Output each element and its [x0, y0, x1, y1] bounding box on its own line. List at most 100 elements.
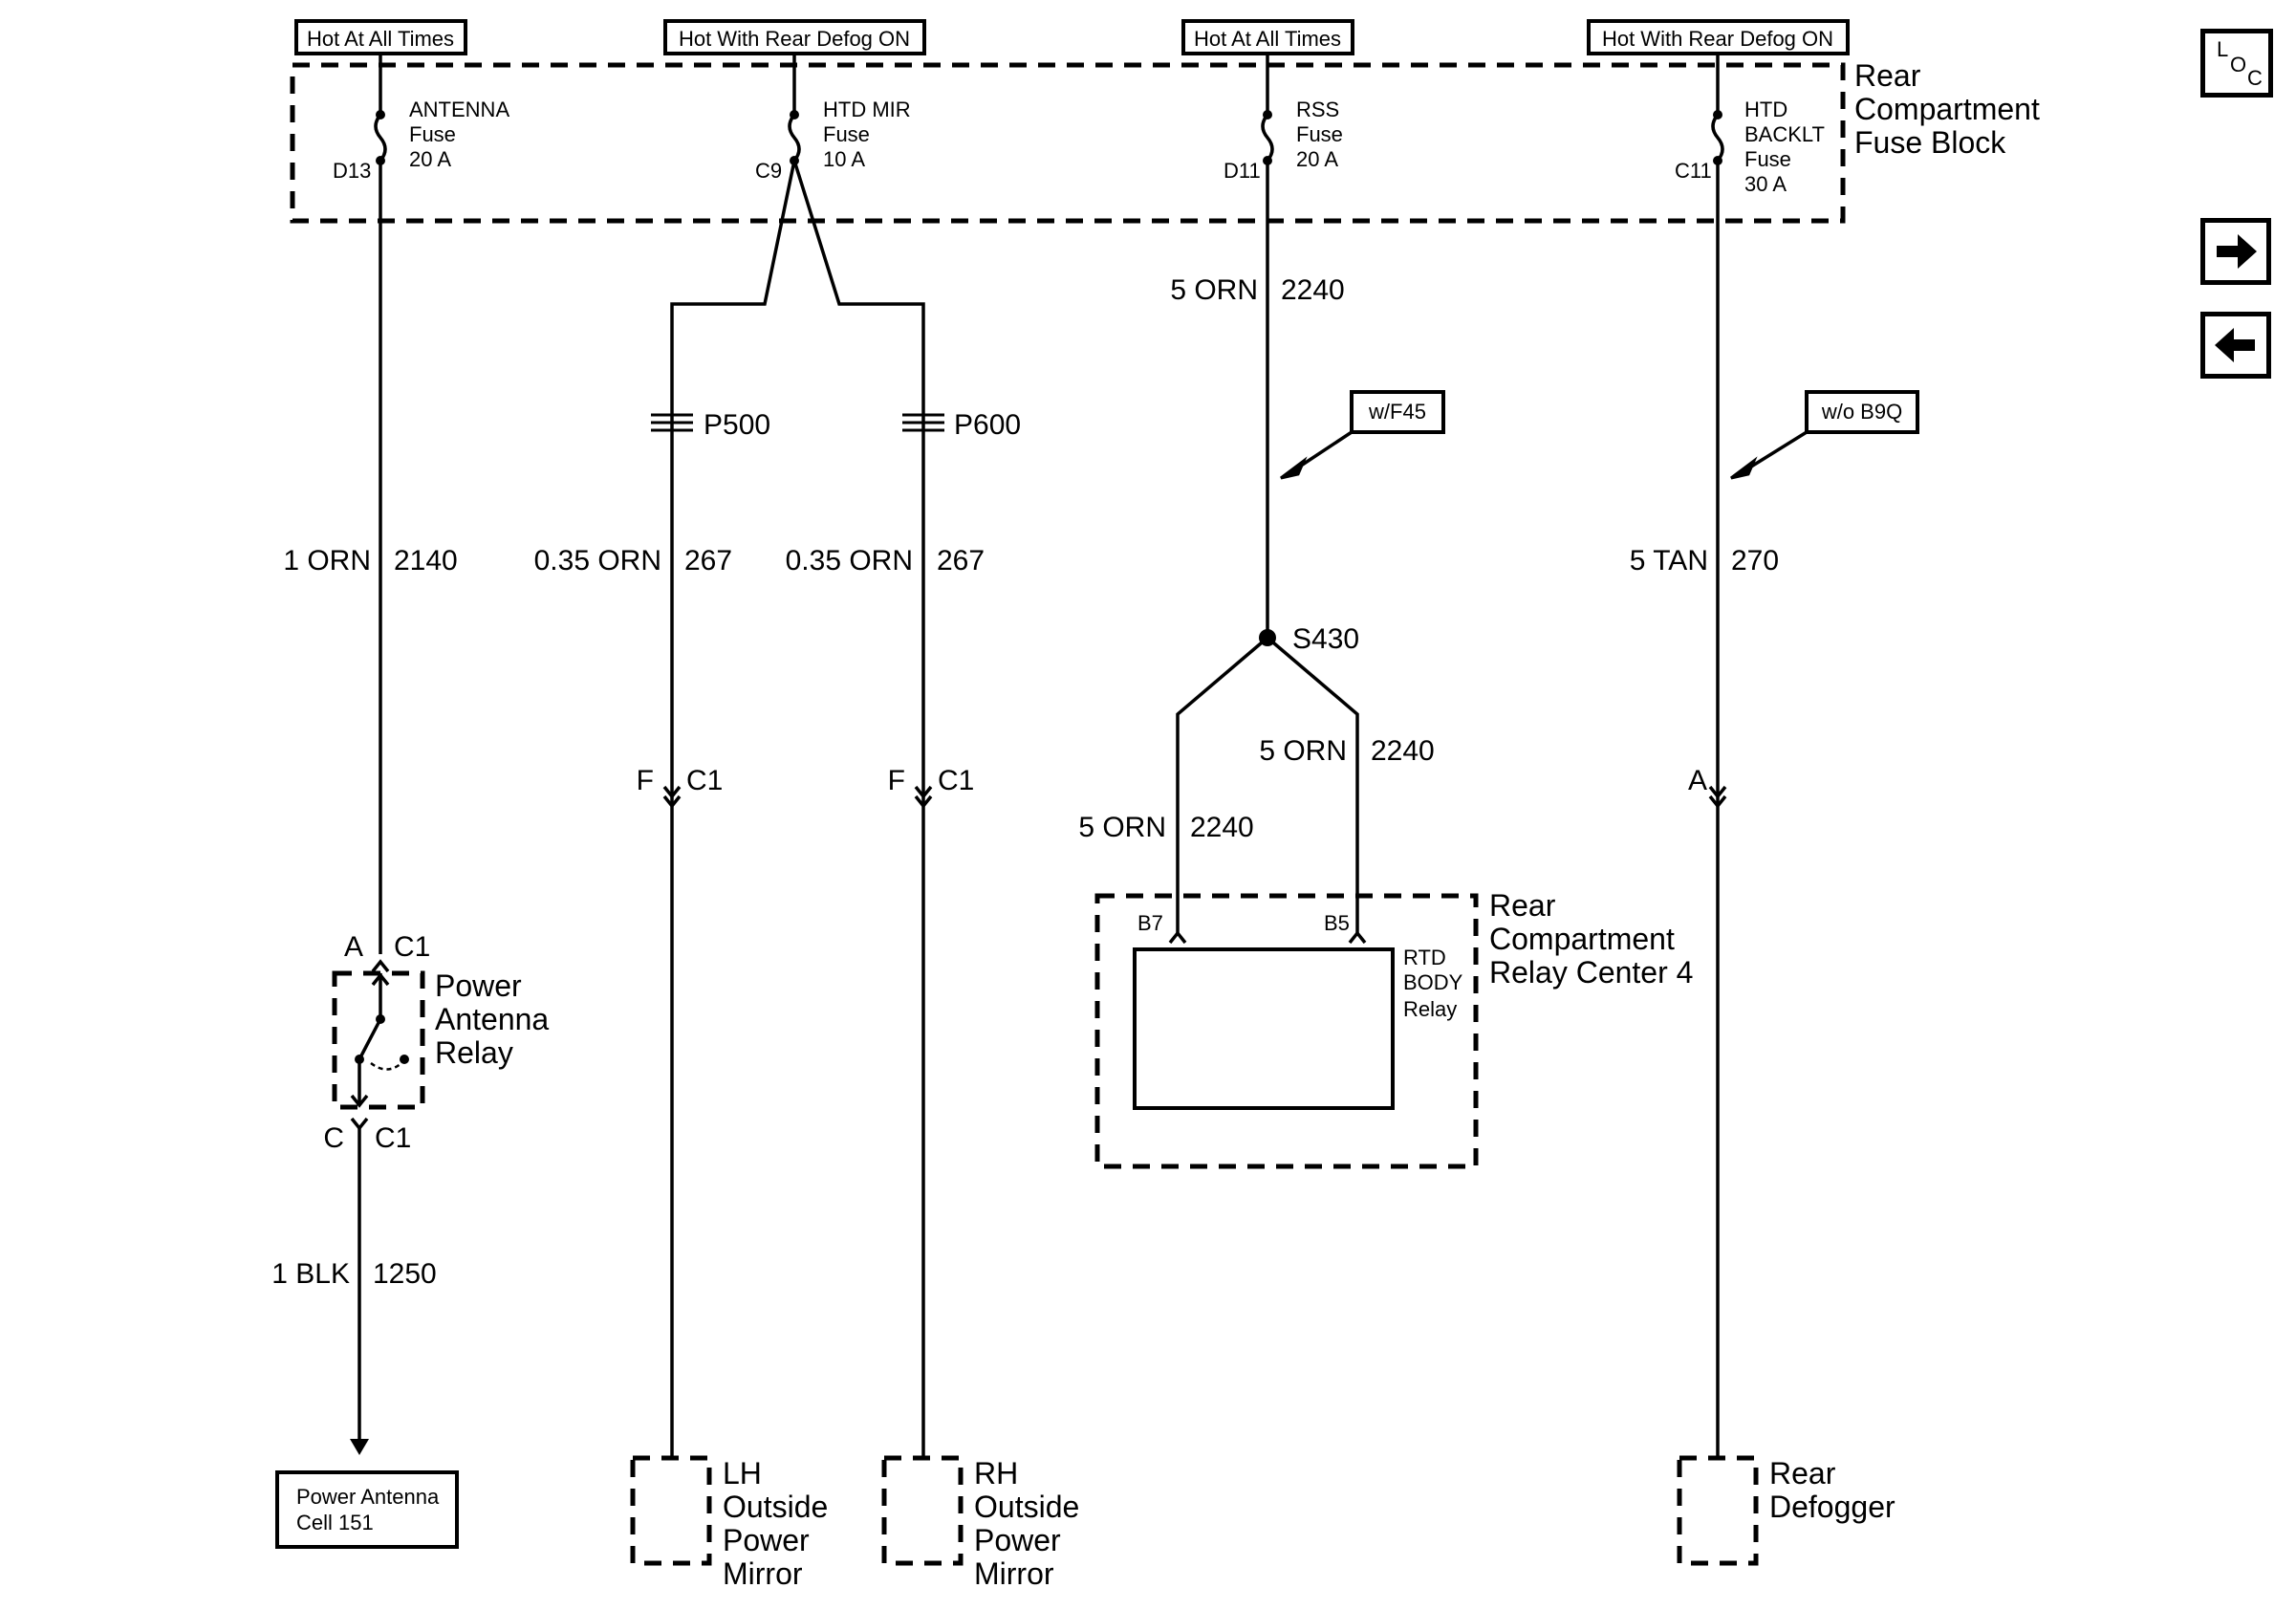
- lh-mirror-feed-wire: [670, 160, 796, 1458]
- f45-option-arrowhead: [1280, 456, 1308, 480]
- rh-mirror-label-3: Power: [974, 1523, 1061, 1557]
- f45-option-box: [1350, 390, 1445, 434]
- antenna-fuse-pin: D13: [333, 159, 371, 183]
- htd-backlt-fuse-name-1: HTD: [1744, 98, 1787, 121]
- htd-backlt-fuse-rating: 30 A: [1744, 172, 1787, 196]
- fuse-block-outline: [290, 62, 1846, 224]
- lh-c1-pin: F: [637, 765, 654, 796]
- b7-label: B7: [1137, 911, 1163, 935]
- htd-backlt-fuse-pin: C11: [1675, 159, 1712, 183]
- htd-mir-fuse: [788, 54, 801, 165]
- loc-letter-o: O: [2230, 53, 2247, 76]
- antenna-fuse-name: ANTENNA: [409, 98, 509, 121]
- power-antenna-relay-label-3: Relay: [435, 1035, 513, 1070]
- relay-in-connector-symbol: [371, 959, 390, 973]
- rss-fuse-type: Fuse: [1296, 122, 1343, 146]
- p500-label: P500: [704, 409, 770, 441]
- htd-mir-fuse-type: Fuse: [823, 122, 870, 146]
- b9q-option-pointer: [1743, 430, 1808, 473]
- lh-c1-label: C1: [686, 765, 723, 796]
- fuse-block-label-3: Fuse Block: [1854, 125, 2006, 160]
- relay-in-pin: A: [344, 931, 363, 963]
- header-antenna: Hot At All Times: [307, 27, 454, 51]
- rss-fuse-rating: 20 A: [1296, 147, 1338, 171]
- rh-c1-pin: F: [888, 765, 905, 796]
- loc-letter-c: C: [2247, 66, 2263, 90]
- b5-label: B5: [1324, 911, 1350, 935]
- lh-mirror-feed-circuit: 267: [684, 545, 732, 577]
- back-button[interactable]: [2200, 312, 2271, 379]
- header-rss: Hot At All Times: [1194, 27, 1341, 51]
- rh-mirror-feed-wire: [792, 160, 925, 1458]
- lh-mirror-label-3: Power: [723, 1523, 810, 1557]
- lh-mirror-label-1: LH: [723, 1456, 762, 1490]
- right-arrow-icon: [2217, 234, 2257, 269]
- rss-branch-left-gauge: 5 ORN: [1078, 812, 1166, 843]
- rh-c1-label: C1: [938, 765, 974, 796]
- loc-button[interactable]: L O C: [2200, 29, 2273, 98]
- antenna-feed-circuit: 2140: [394, 545, 458, 577]
- power-antenna-cell-label-2: Cell 151: [296, 1511, 374, 1534]
- power-antenna-cell-box: [275, 1470, 459, 1549]
- f45-option-label: w/F45: [1368, 400, 1426, 424]
- antenna-fuse: [374, 54, 387, 165]
- b5-pin-symbol: [1348, 930, 1367, 945]
- lh-c1-connector-symbol: [662, 785, 682, 809]
- p600-label: P600: [954, 409, 1021, 441]
- rear-defogger-outline: [1677, 1455, 1759, 1566]
- header-box-htd-backlt: [1587, 19, 1850, 55]
- rh-mirror-label-2: Outside: [974, 1490, 1079, 1524]
- b9q-option-label: w/o B9Q: [1821, 400, 1902, 424]
- rh-mirror-label-4: Mirror: [974, 1556, 1054, 1591]
- relay-center-label-1: Rear: [1489, 888, 1556, 923]
- relay-out-connector-symbol: [350, 1117, 369, 1131]
- relay-out-connector: C1: [375, 1122, 411, 1154]
- rss-feed-gauge: 5 ORN: [1170, 274, 1258, 306]
- rtd-body-relay-label-3: Relay: [1403, 997, 1457, 1021]
- htd-backlt-fuse-type: Fuse: [1744, 147, 1791, 171]
- relay-center-label-2: Compartment: [1489, 922, 1675, 956]
- b7-pin-symbol: [1168, 930, 1187, 945]
- rss-branch-right-wire: [1266, 636, 1359, 933]
- rtd-body-relay-box: [1133, 947, 1395, 1110]
- defogger-feed-circuit: 270: [1731, 545, 1779, 577]
- b9q-option-arrowhead: [1730, 456, 1758, 480]
- rh-mirror-label-1: RH: [974, 1456, 1018, 1490]
- antenna-out-arrow: [350, 1439, 369, 1455]
- p600-inline-connector: [902, 413, 944, 432]
- fuse-block-label-1: Rear: [1854, 58, 1921, 93]
- rtd-body-relay-label-1: RTD: [1403, 946, 1446, 969]
- rss-feed-circuit: 2240: [1281, 274, 1345, 306]
- s430-label: S430: [1292, 623, 1359, 655]
- htd-mir-fuse-pin: C9: [755, 159, 782, 183]
- rear-defogger-label-2: Defogger: [1769, 1490, 1895, 1524]
- rh-mirror-outline: [881, 1455, 964, 1566]
- rss-fuse-pin: D11: [1224, 159, 1261, 183]
- rss-fuse: [1261, 54, 1274, 165]
- relay-in-connector: C1: [394, 931, 430, 963]
- rss-branch-left-circuit: 2240: [1190, 812, 1254, 843]
- htd-mir-fuse-name: HTD MIR: [823, 98, 911, 121]
- forward-button[interactable]: [2200, 218, 2271, 285]
- rh-mirror-feed-gauge: 0.35 ORN: [786, 545, 913, 577]
- rss-branch-right-gauge: 5 ORN: [1259, 735, 1347, 767]
- header-htd-mir: Hot With Rear Defog ON: [679, 27, 910, 51]
- power-antenna-relay-label-2: Antenna: [435, 1002, 549, 1036]
- lh-mirror-feed-gauge: 0.35 ORN: [534, 545, 661, 577]
- loc-letter-l: L: [2217, 37, 2229, 61]
- rss-branch-left-wire: [1176, 636, 1269, 933]
- lh-mirror-outline: [630, 1455, 712, 1566]
- power-antenna-relay-label-1: Power: [435, 968, 522, 1003]
- rh-c1-connector-symbol: [914, 785, 933, 809]
- antenna-fuse-type: Fuse: [409, 122, 456, 146]
- left-arrow-icon: [2215, 328, 2255, 362]
- rear-defogger-label-1: Rear: [1769, 1456, 1836, 1490]
- relay-center-label-3: Relay Center 4: [1489, 955, 1693, 990]
- lh-mirror-label-4: Mirror: [723, 1556, 803, 1591]
- antenna-feed-gauge: 1 ORN: [283, 545, 371, 577]
- defog-connector-symbol: [1708, 785, 1727, 809]
- b9q-option-box: [1805, 390, 1919, 434]
- p500-inline-connector: [651, 413, 693, 432]
- htd-backlt-fuse: [1711, 54, 1724, 165]
